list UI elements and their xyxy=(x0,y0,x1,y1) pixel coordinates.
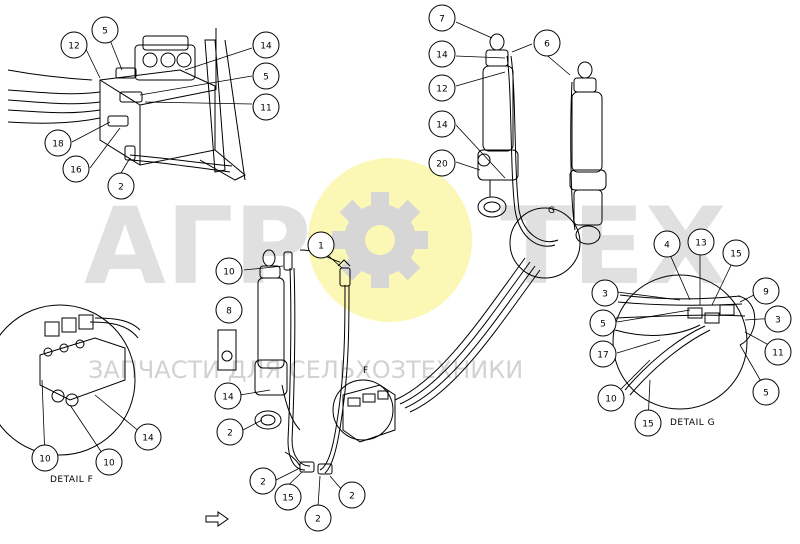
svg-text:18: 18 xyxy=(52,140,64,150)
detail-g-marker-circle xyxy=(509,207,581,279)
callout-2-bottom-c: 2 xyxy=(338,481,366,509)
svg-text:6: 6 xyxy=(544,40,550,50)
callout-10-detail-f-b: 10 xyxy=(95,448,123,476)
svg-text:14: 14 xyxy=(436,121,448,131)
svg-text:9: 9 xyxy=(763,288,769,298)
detail-g-marker-label: G xyxy=(548,206,555,216)
left-cylinder xyxy=(217,249,311,471)
callout-15-detail-g-top: 15 xyxy=(722,239,750,267)
callout-14-right-b: 14 xyxy=(428,110,456,138)
callout-10-detail-f-a: 10 xyxy=(31,444,59,472)
svg-text:10: 10 xyxy=(223,268,235,278)
callout-12-right: 12 xyxy=(428,74,456,102)
svg-text:10: 10 xyxy=(39,455,51,465)
svg-text:11: 11 xyxy=(772,349,783,359)
callout-3-detail-g-b: 3 xyxy=(764,305,792,333)
svg-text:5: 5 xyxy=(600,320,606,330)
watermark: АГР ТЕХ ЗАПЧАСТИ ДЛЯ СЕЛЬХОЗТЕХНИКИ xyxy=(84,158,726,384)
callout-14-detail-f: 14 xyxy=(134,423,162,451)
svg-text:14: 14 xyxy=(142,434,154,444)
detail-f-marker-circle xyxy=(332,379,394,441)
callout-9: 9 xyxy=(752,277,780,305)
callout-6: 6 xyxy=(533,29,561,57)
svg-text:2: 2 xyxy=(227,429,233,439)
callout-5-detail-g-a: 5 xyxy=(589,309,617,337)
callout-17: 17 xyxy=(589,340,617,368)
callout-7: 7 xyxy=(428,4,456,32)
right-cylinders xyxy=(477,33,607,247)
callout-2-left-cyl: 2 xyxy=(216,418,244,446)
svg-text:4: 4 xyxy=(664,241,670,251)
svg-text:10: 10 xyxy=(605,395,617,405)
svg-text:20: 20 xyxy=(436,160,448,170)
detail-f-label: DETAIL F xyxy=(50,475,93,485)
svg-text:3: 3 xyxy=(602,290,608,300)
callout-5-top-left: 5 xyxy=(91,16,119,44)
callout-16: 16 xyxy=(62,155,90,183)
svg-text:5: 5 xyxy=(763,389,769,399)
callout-4: 4 xyxy=(653,230,681,258)
detail-circle-f: DETAIL F xyxy=(0,304,141,485)
callout-5-detail-g-b: 5 xyxy=(752,378,780,406)
callout-15-detail-g-bottom: 15 xyxy=(634,409,662,437)
svg-text:8: 8 xyxy=(226,307,232,317)
svg-text:5: 5 xyxy=(102,27,108,37)
svg-text:2: 2 xyxy=(349,492,355,502)
callout-5-top-left-b: 5 xyxy=(252,62,280,90)
svg-text:7: 7 xyxy=(439,15,445,25)
svg-text:17: 17 xyxy=(597,351,608,361)
view-direction-arrow-icon xyxy=(205,511,229,527)
callout-20: 20 xyxy=(428,149,456,177)
watermark-logo-left: АГР xyxy=(84,185,311,308)
callout-18: 18 xyxy=(44,129,72,157)
svg-text:12: 12 xyxy=(68,42,79,52)
svg-text:14: 14 xyxy=(260,42,272,52)
callout-10-left-cyl: 10 xyxy=(215,257,243,285)
svg-text:2: 2 xyxy=(260,478,266,488)
svg-text:14: 14 xyxy=(222,393,234,403)
svg-text:12: 12 xyxy=(436,85,447,95)
callout-11-top-left: 11 xyxy=(252,93,280,121)
callout-2-bottom-a: 2 xyxy=(249,467,277,495)
svg-text:15: 15 xyxy=(642,420,653,430)
detail-g-label: DETAIL G xyxy=(670,418,715,428)
svg-text:2: 2 xyxy=(118,183,124,193)
callout-3-detail-g: 3 xyxy=(591,279,619,307)
callout-2-top-left: 2 xyxy=(107,172,135,200)
callout-2-bottom-b: 2 xyxy=(304,504,332,532)
callout-11-detail-g: 11 xyxy=(764,338,792,366)
svg-text:2: 2 xyxy=(315,515,321,525)
callout-14-top-left: 14 xyxy=(252,31,280,59)
svg-text:5: 5 xyxy=(263,73,269,83)
callout-14-left-cyl: 14 xyxy=(214,382,242,410)
callouts: 12 5 14 5 11 18 16 2 7 14 12 14 20 6 1 1… xyxy=(31,4,792,532)
svg-text:10: 10 xyxy=(103,459,115,469)
callout-10-detail-g: 10 xyxy=(597,384,625,412)
callout-8: 8 xyxy=(215,296,243,324)
svg-text:15: 15 xyxy=(730,250,741,260)
svg-text:16: 16 xyxy=(70,166,82,176)
detail-f-marker-label: F xyxy=(363,366,368,376)
gear-icon xyxy=(332,192,428,288)
detail-circle-g: DETAIL G xyxy=(612,274,756,428)
callout-14-right-a: 14 xyxy=(428,40,456,68)
watermark-tagline: ЗАПЧАСТИ ДЛЯ СЕЛЬХОЗТЕХНИКИ xyxy=(88,356,523,384)
svg-text:3: 3 xyxy=(775,316,781,326)
callout-13: 13 xyxy=(687,228,715,256)
callout-1: 1 xyxy=(307,231,335,259)
svg-text:15: 15 xyxy=(282,494,293,504)
svg-text:11: 11 xyxy=(260,104,271,114)
svg-text:14: 14 xyxy=(436,51,448,61)
svg-text:13: 13 xyxy=(695,239,706,249)
svg-text:1: 1 xyxy=(318,242,324,252)
callout-15-bottom: 15 xyxy=(274,483,302,511)
callout-12-top-left: 12 xyxy=(60,31,88,59)
top-left-valve-view xyxy=(7,28,246,181)
